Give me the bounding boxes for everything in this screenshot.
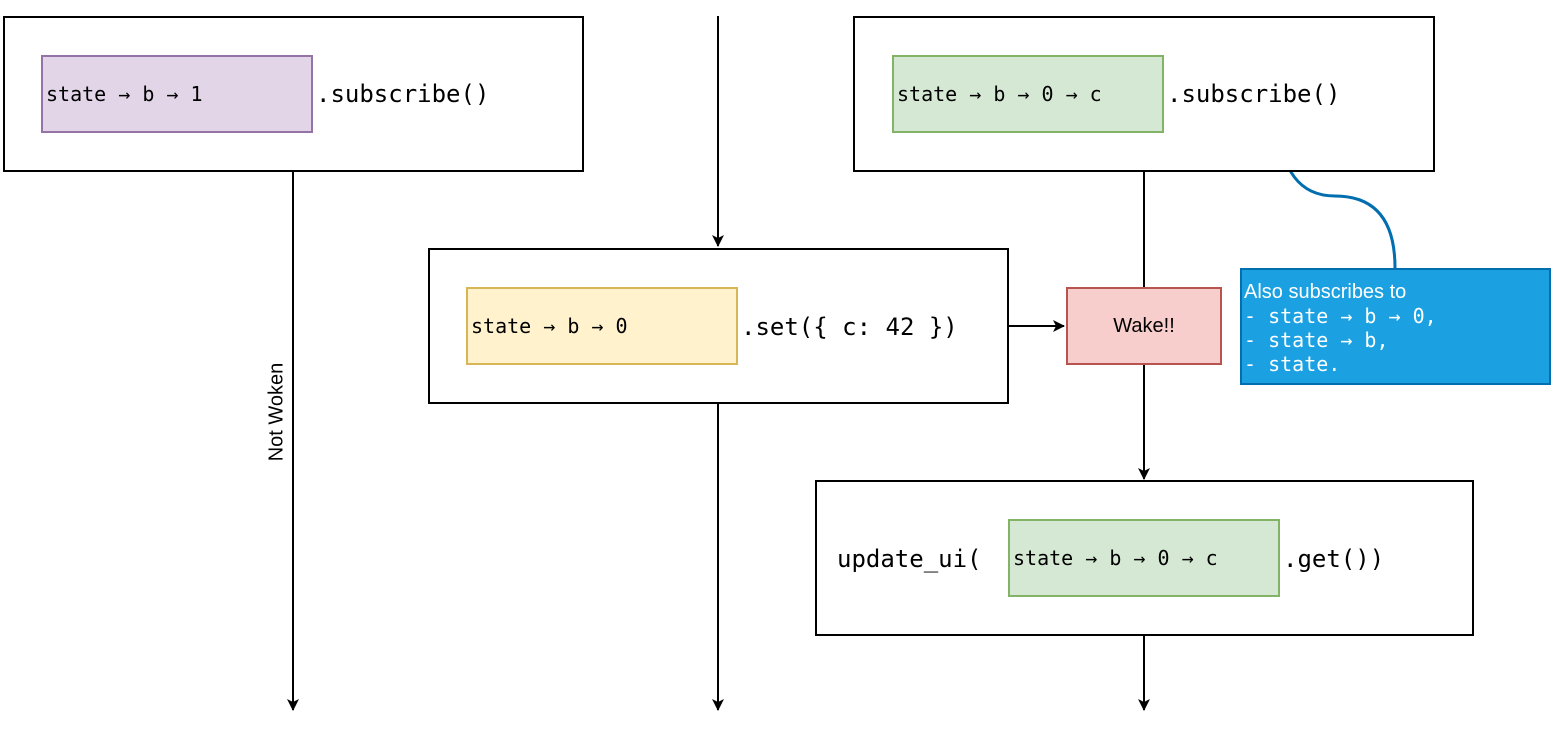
update-state-path: state → b → 0 → c xyxy=(1008,519,1280,597)
set-state-path: state → b → 0 xyxy=(466,287,738,365)
update-ui-method: .get()) xyxy=(1283,545,1385,573)
note-line-2: - state → b, xyxy=(1244,328,1389,352)
update-ui-box xyxy=(815,480,1474,636)
update-ui-prefix: update_ui( xyxy=(837,545,982,573)
left-state-path: state → b → 1 xyxy=(41,55,313,133)
right-subscribe-method: .subscribe() xyxy=(1167,80,1341,108)
right-state-path: state → b → 0 → c xyxy=(892,55,1164,133)
wake-box: Wake!! xyxy=(1066,287,1222,365)
left-subscribe-method: .subscribe() xyxy=(316,80,490,108)
not-woken-label: Not Woken xyxy=(265,362,288,462)
subscription-note: Also subscribes to - state → b → 0, - st… xyxy=(1240,268,1551,385)
set-method: .set({ c: 42 }) xyxy=(741,313,958,341)
note-title: Also subscribes to xyxy=(1244,281,1407,303)
note-line-1: - state → b → 0, xyxy=(1244,304,1437,328)
note-line-3: - state. xyxy=(1244,352,1341,376)
